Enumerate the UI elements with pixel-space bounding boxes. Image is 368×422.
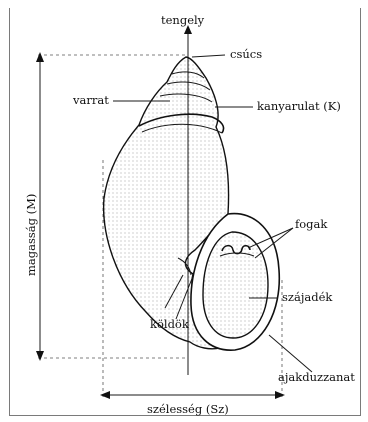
- label-tengely: tengely: [161, 13, 205, 27]
- label-koldok: köldök: [150, 317, 190, 331]
- label-fogak: fogak: [295, 217, 328, 231]
- label-varrat: varrat: [72, 93, 109, 107]
- label-kanyarulat: kanyarulat (K): [257, 99, 341, 113]
- label-magassag: magasság (M): [24, 194, 38, 276]
- label-szajadek: szájadék: [282, 290, 333, 304]
- label-csucs: csúcs: [230, 47, 262, 61]
- label-ajakduzzanat: ajakduzzanat: [278, 370, 355, 384]
- label-szelesseg: szélesség (Sz): [147, 402, 229, 416]
